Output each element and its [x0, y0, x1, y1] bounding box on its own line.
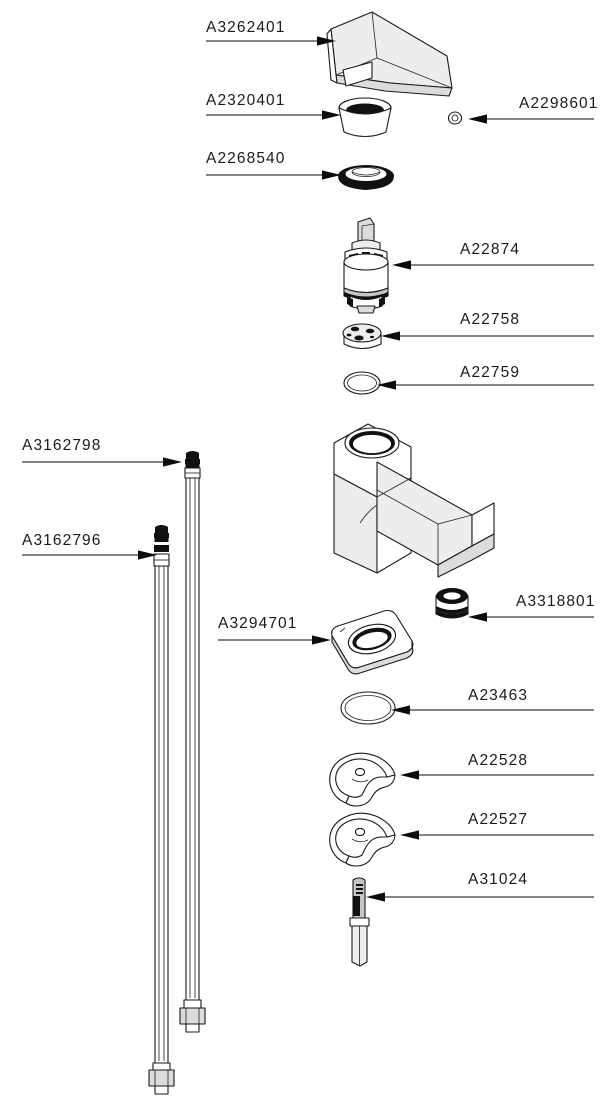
leader-arrowhead [138, 550, 157, 560]
leader-arrowhead [400, 770, 419, 780]
part-callout-supply-hose-short: A3162796 [22, 532, 157, 560]
part-callout-base-gasket-ring: A23463 [391, 687, 594, 715]
part-code-label: A2320401 [206, 92, 285, 109]
part-callout-set-screw-plug: A2298601 [468, 95, 598, 124]
part-code-label: A22759 [460, 364, 520, 381]
leader-arrowhead [312, 635, 331, 645]
part-code-label: A3162796 [22, 532, 101, 549]
part-code-label: A2298601 [519, 95, 598, 112]
part-set-screw-plug [447, 111, 463, 125]
part-callout-supply-hose-long: A3162798 [22, 437, 182, 467]
part-callout-mounting-clip-upper: A22528 [400, 752, 594, 780]
leader-arrowhead [381, 331, 400, 341]
part-spacer-sleeve [435, 588, 469, 619]
part-cap-nut-ring [338, 165, 394, 190]
part-code-label: A3262401 [206, 19, 285, 36]
part-mounting-stud-bolt [349, 877, 370, 967]
part-code-label: A2268540 [206, 150, 285, 167]
leader-arrowhead [317, 36, 336, 46]
part-callout-ceramic-cartridge: A22874 [392, 241, 594, 270]
part-lever-handle [326, 11, 453, 97]
part-callout-mounting-stud-bolt: A31024 [366, 871, 594, 902]
part-callout-cartridge-o-ring: A22759 [377, 364, 594, 390]
part-supply-hose-long [179, 451, 206, 1033]
part-code-label: A23463 [468, 687, 528, 704]
part-callout-cap-nut-ring: A2268540 [206, 150, 341, 180]
part-mounting-clip-upper [329, 752, 396, 807]
leader-arrowhead [322, 170, 341, 180]
leader-arrowhead [392, 260, 411, 270]
part-cartridge-o-ring [343, 371, 381, 395]
part-code-label: A3162798 [22, 437, 101, 454]
part-cartridge-seal-disc [342, 323, 382, 350]
leader-arrowhead [322, 110, 341, 120]
leader-arrowhead [400, 830, 419, 840]
leader-arrowhead [391, 705, 410, 715]
leader-arrowhead [377, 380, 396, 390]
part-faucet-body [333, 423, 495, 578]
leader-arrowhead [163, 457, 182, 467]
part-base-gasket-ring [340, 691, 396, 725]
part-callout-escutcheon-base-plate: A3294701 [218, 615, 331, 645]
part-handle-collar-ring [338, 97, 392, 138]
part-code-label: A22528 [468, 752, 528, 769]
part-code-label: A31024 [468, 871, 528, 888]
part-code-label: A22527 [468, 811, 528, 828]
part-callout-spacer-sleeve: A3318801 [468, 593, 595, 622]
part-code-label: A3294701 [218, 615, 297, 632]
part-code-label: A22758 [460, 311, 520, 328]
part-callout-lever-handle: A3262401 [206, 19, 336, 46]
part-ceramic-cartridge [343, 217, 389, 314]
leader-arrowhead [468, 114, 487, 124]
part-code-label: A3318801 [516, 593, 595, 610]
part-code-label: A22874 [460, 241, 520, 258]
part-callout-mounting-clip-lower: A22527 [400, 811, 594, 840]
leader-arrowhead [366, 892, 385, 902]
part-mounting-clip-lower [329, 812, 396, 867]
part-supply-hose-short [148, 525, 175, 1095]
part-callout-cartridge-seal-disc: A22758 [381, 311, 594, 341]
leader-arrowhead [468, 612, 487, 622]
part-callout-handle-collar-ring: A2320401 [206, 92, 341, 120]
part-escutcheon-base-plate [331, 609, 414, 675]
